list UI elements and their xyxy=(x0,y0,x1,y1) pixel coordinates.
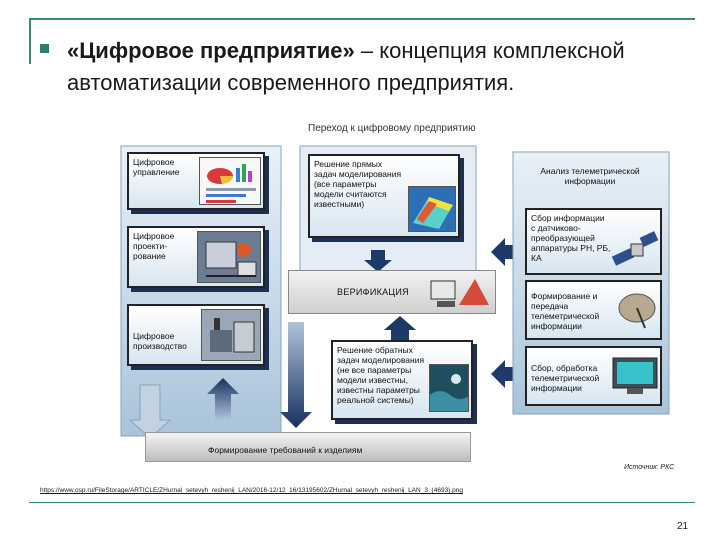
water-thumbnail xyxy=(429,364,469,412)
box-digital-production: Цифровое производство xyxy=(127,304,265,366)
title-bold: «Цифровое предприятие» xyxy=(67,38,355,63)
box-sensor-collection: Сбор информации с датчиково-преобразующе… xyxy=(525,208,662,275)
label-telemetry-transmit: Формирование и передача телеметрической … xyxy=(531,291,600,331)
verification-block: ВЕРИФИКАЦИЯ xyxy=(288,270,496,314)
verification-thumbnail xyxy=(430,279,489,307)
label-digital-production: Цифровое производство xyxy=(133,331,187,351)
label-inverse-tasks: Решение обратных задач моделирования (не… xyxy=(337,345,425,405)
model-thumbnail xyxy=(408,186,456,232)
requirements-label: Формирование требований к изделиям xyxy=(208,445,363,455)
verification-label: ВЕРИФИКАЦИЯ xyxy=(337,287,409,297)
label-digital-management: Цифровое управление xyxy=(133,157,180,177)
right-panel-title: Анализ телеметрической информации xyxy=(540,166,640,186)
box-telemetry-transmit: Формирование и передача телеметрической … xyxy=(525,280,662,340)
dish-antenna-icon xyxy=(618,293,656,329)
down-arrow-middle xyxy=(280,322,312,428)
box-direct-tasks: Решение прямых задач моделирования (все … xyxy=(308,154,460,238)
title-bullet xyxy=(40,44,49,53)
source-url-link[interactable]: https://www.osp.ru/FileStorage/ARTICLE/Z… xyxy=(40,487,463,494)
slide-title: «Цифровое предприятие» – концепция компл… xyxy=(67,35,687,99)
up-arrow-left xyxy=(207,378,239,420)
machine-thumbnail xyxy=(197,231,261,283)
down-arrow-verif xyxy=(364,250,392,272)
diagram-heading: Переход к цифровому предприятию xyxy=(308,123,476,134)
top-rule xyxy=(29,18,695,20)
bottom-rule xyxy=(29,502,695,503)
up-arrow-verif xyxy=(384,316,416,342)
factory-thumbnail xyxy=(201,309,261,361)
monitor-icon xyxy=(612,357,658,394)
satellite-icon xyxy=(611,231,659,266)
page-number: 21 xyxy=(677,521,689,532)
title-rest: – концепция комплексной автоматизации со… xyxy=(67,38,625,95)
left-down-arrow xyxy=(128,384,172,439)
label-sensor-collection: Сбор информации с датчиково-преобразующе… xyxy=(531,213,611,263)
requirements-bar: Формирование требований к изделиям xyxy=(145,432,471,462)
box-telemetry-processing: Сбор, обработка телеметрической информац… xyxy=(525,346,662,406)
chart-thumbnail xyxy=(199,157,261,205)
label-telemetry-processing: Сбор, обработка телеметрической информац… xyxy=(531,363,600,393)
box-inverse-tasks: Решение обратных задач моделирования (не… xyxy=(331,340,473,420)
label-digital-design: Цифровое проекти-рование xyxy=(133,231,175,261)
label-direct-tasks: Решение прямых задач моделирования (все … xyxy=(314,159,402,209)
box-digital-design: Цифровое проекти-рование xyxy=(127,226,265,288)
box-digital-management: Цифровое управление xyxy=(127,152,265,210)
source-note: Источник: РКС xyxy=(624,464,675,471)
left-rule xyxy=(29,18,31,64)
